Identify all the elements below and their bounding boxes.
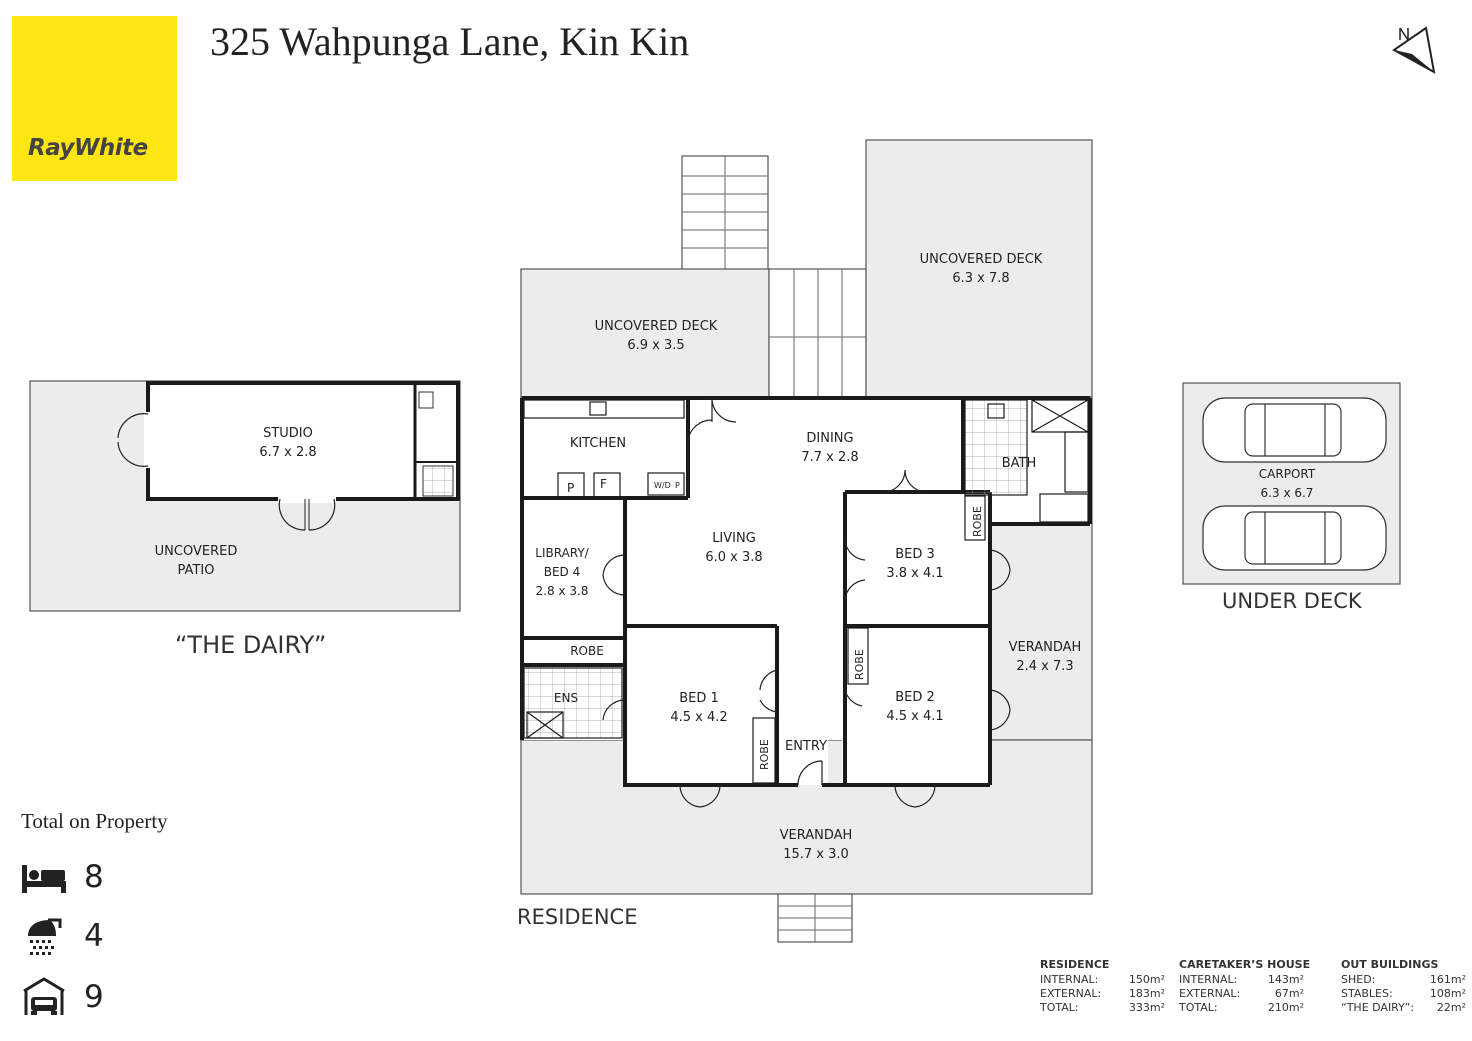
car-top-icon (1202, 397, 1387, 463)
svg-text:ROBE: ROBE (971, 506, 984, 537)
area-block-caretaker: CARETAKER’S HOUSE INTERNAL:143m² EXTERNA… (1179, 958, 1311, 1014)
under-deck-label: UNDER DECK (1222, 589, 1362, 613)
dairy-label: “THE DAIRY” (175, 631, 327, 659)
bathrooms-count: 4 (84, 918, 104, 954)
garage-icon (23, 977, 65, 1015)
area-block-residence: RESIDENCE INTERNAL:150m² EXTERNAL:183m² … (1040, 958, 1165, 1014)
room-label-bath: BATH (1001, 456, 1037, 471)
carport-plan (1182, 382, 1401, 585)
north-arrow-icon (1392, 26, 1436, 74)
bed-icon (22, 865, 66, 893)
room-label-robe-lib: ROBE (570, 644, 604, 658)
svg-text:ROBE: ROBE (853, 649, 866, 680)
svg-text:W/D: W/D (654, 481, 671, 490)
room-label-ens: ENS (553, 691, 579, 705)
bedrooms-count: 8 (84, 859, 104, 895)
bathrooms-stat: 4 (20, 916, 104, 956)
car-top-icon (1202, 505, 1387, 571)
svg-text:P: P (567, 481, 574, 495)
bedrooms-stat: 8 (20, 857, 104, 897)
room-label-kitchen: KITCHEN (569, 436, 627, 451)
room-label-entry: ENTRY (784, 739, 828, 754)
residence-label: RESIDENCE (517, 905, 638, 929)
shower-icon (28, 918, 62, 955)
residence-plan: P F W/D P ROBE ROBE ROBE (520, 139, 1093, 943)
dairy-plan (29, 380, 461, 612)
property-address: 325 Wahpunga Lane, Kin Kin (210, 19, 690, 64)
parking-stat: 9 (20, 977, 104, 1017)
svg-text:P: P (675, 481, 680, 490)
svg-text:F: F (600, 477, 607, 491)
svg-text:ROBE: ROBE (758, 739, 771, 770)
parking-count: 9 (84, 979, 104, 1015)
area-block-outbuildings: OUT BUILDINGS SHED:161m² STABLES:108m² “… (1341, 958, 1466, 1014)
raywhite-logo: RayWhite (12, 16, 177, 181)
totals-title: Total on Property (21, 809, 168, 833)
brand-name: RayWhite (28, 135, 148, 161)
